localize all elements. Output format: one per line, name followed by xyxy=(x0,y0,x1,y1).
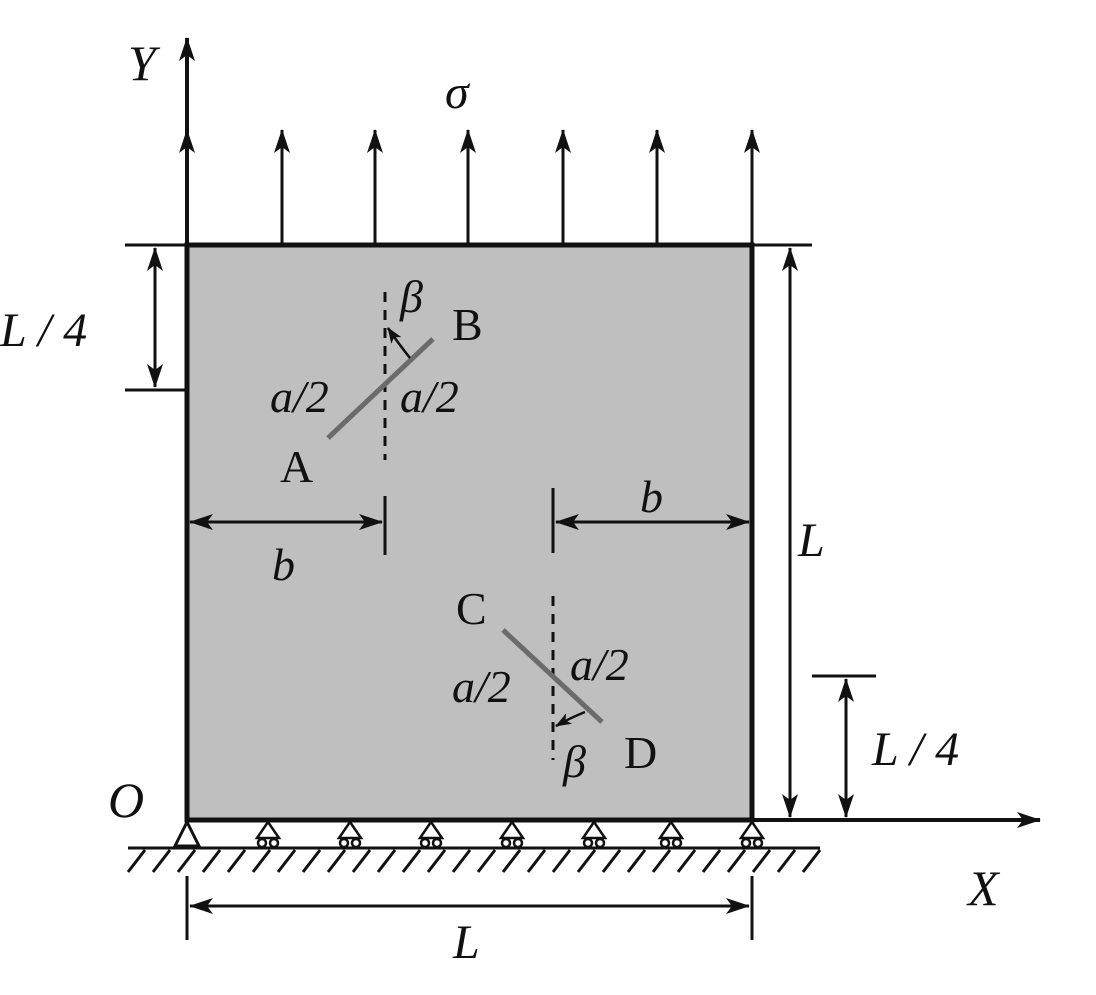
crack-ab-right-half-label: a/2 xyxy=(400,371,459,422)
roller-support xyxy=(336,819,364,849)
roller-support xyxy=(657,819,685,849)
origin-label: O xyxy=(108,772,144,828)
ground-hatching xyxy=(126,849,822,873)
stress-arrows xyxy=(179,129,760,245)
top-left-quarter-label: L / 4 xyxy=(0,304,87,357)
roller-supports xyxy=(254,819,766,849)
roller-support xyxy=(498,819,526,849)
point-d-label: D xyxy=(624,727,657,778)
crack-ab xyxy=(326,337,435,440)
stress-label: σ xyxy=(445,66,471,119)
angle-arc-bottom xyxy=(555,710,586,728)
angle-top-label: β xyxy=(399,271,423,322)
pin-support xyxy=(172,818,202,848)
x-axis-label: X xyxy=(966,860,1001,916)
point-c-label: C xyxy=(456,583,487,634)
roller-support xyxy=(254,819,282,849)
angle-arc-top xyxy=(386,327,411,359)
y-axis-label: Y xyxy=(128,35,161,91)
crack-cd xyxy=(501,628,604,724)
crack-cd-left-half-label: a/2 xyxy=(452,661,511,712)
right-b-label: b xyxy=(640,471,663,522)
crack-cd-right-half-label: a/2 xyxy=(570,639,629,690)
roller-support xyxy=(580,819,608,849)
left-b-label: b xyxy=(272,539,295,590)
angle-bottom-label: β xyxy=(562,736,586,787)
crack-ab-left-half-label: a/2 xyxy=(270,371,329,422)
roller-support xyxy=(738,819,766,849)
bottom-right-quarter-label: L / 4 xyxy=(871,723,959,776)
ground-support xyxy=(126,818,822,873)
right-height-label: L xyxy=(797,514,825,567)
bottom-width-label: L xyxy=(452,916,480,969)
plate xyxy=(184,242,755,823)
point-b-label: B xyxy=(452,299,483,350)
point-a-label: A xyxy=(280,441,313,492)
roller-support xyxy=(417,819,445,849)
